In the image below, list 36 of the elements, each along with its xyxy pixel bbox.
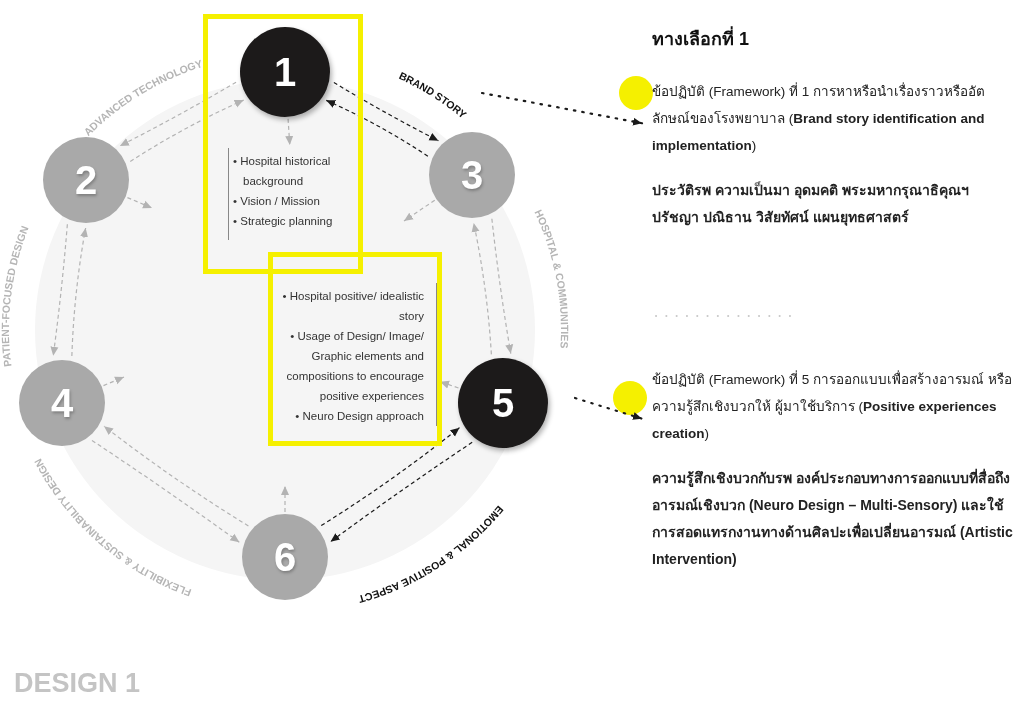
arrow bbox=[119, 81, 237, 147]
arrow bbox=[471, 222, 492, 355]
arrow bbox=[480, 91, 644, 126]
framework-text: ข้อปฏิบัติ (Framework) ที่ 5 การออกแบบเพื่อสร้างอารมณ์ หรือ ความรู้สึกเชิงบวกให้ ผู้มาใช้บริการ (Positive experiences creation) bbox=[652, 369, 1013, 443]
framework-text: ข้อปฏิบัติ (Framework) ที่ 1 การหาหรือนำเรื่องราวหรืออัตลักษณ์ของโรงพยาบาล (Brand story identification and implementation) bbox=[652, 81, 986, 155]
arrow bbox=[329, 441, 473, 543]
bullet-item: • Strategic planning bbox=[233, 214, 334, 229]
step-circle: 2 bbox=[43, 137, 129, 223]
arrow bbox=[129, 99, 245, 162]
heading: ทางเลือกที่ 1 bbox=[652, 24, 749, 53]
arrow bbox=[325, 99, 429, 157]
bullet-list bbox=[282, 283, 437, 426]
arrow bbox=[91, 439, 240, 543]
step-circle: 1 bbox=[240, 27, 330, 117]
description-text: ความรู้สึกเชิงบวกกับรพ องค์ประกอบทางการออกแบบที่สื่อถึงอารมณ์เชิงบวก (Neuro Design – Multi-Sensory) และใช้การสอดแทรกงานทางด้านศิลปะเพื่อเปลี่ยนอารมณ์ (Artistic Intervention) bbox=[652, 467, 1014, 569]
arrow bbox=[333, 81, 439, 142]
arrow bbox=[102, 376, 125, 387]
arrow bbox=[439, 380, 460, 389]
arrow bbox=[285, 118, 294, 146]
arrow bbox=[281, 485, 289, 513]
bullet-item: • Hospital historical background bbox=[233, 154, 332, 189]
design-title: DESIGN 1 bbox=[14, 668, 141, 699]
bullet-item: • Hospital positive/ idealistic story bbox=[282, 289, 424, 324]
step-circle: 4 bbox=[19, 360, 105, 446]
description-text: ประวัติรพ ความเป็นมา อุดมคติ พระมหากรุณาธิคุณฯ ปรัชญา ปณิธาน วิสัยทัศน์ แผนยุทธศาสตร์ bbox=[652, 180, 970, 228]
arrow bbox=[103, 425, 249, 527]
arrow bbox=[491, 218, 514, 355]
arrow bbox=[573, 396, 644, 420]
arrow bbox=[320, 427, 461, 527]
arrow bbox=[403, 199, 436, 222]
arrow bbox=[50, 223, 68, 357]
bullet-item: • Vision / Mission bbox=[233, 194, 321, 209]
arrow bbox=[71, 227, 88, 357]
bullet-item: • Usage of Design/ Image/ Graphic elements and compositions to encourage positive experiences bbox=[285, 329, 424, 404]
bullet-item: • Neuro Design approach bbox=[294, 409, 424, 424]
arrow bbox=[126, 196, 153, 209]
